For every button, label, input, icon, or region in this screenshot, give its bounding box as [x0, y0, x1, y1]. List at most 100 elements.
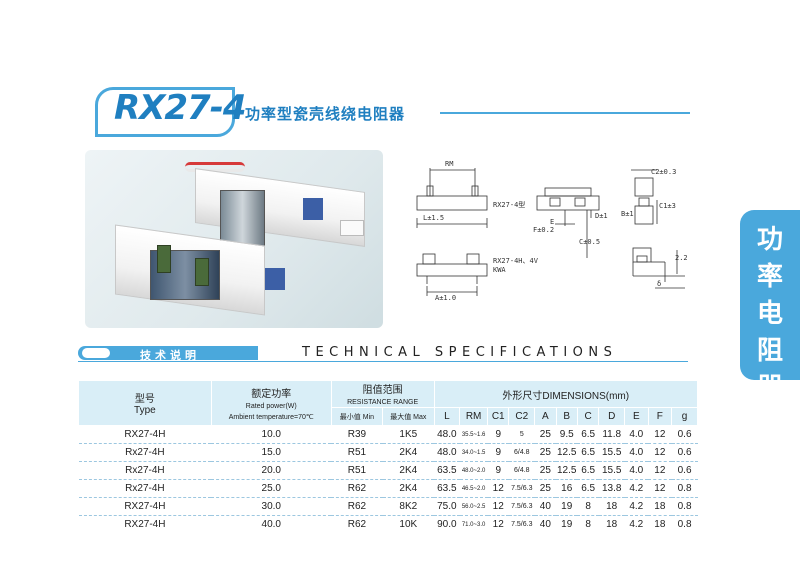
cell-L: 63.5: [434, 461, 460, 480]
spec-header-bar: [78, 346, 258, 360]
cell-F: 12: [648, 479, 672, 498]
cell-min: R51: [331, 461, 383, 480]
side-char-4: 阻: [756, 336, 783, 366]
cell-max: 2K4: [382, 461, 434, 480]
cell-g: 0.8: [671, 515, 698, 534]
delta-label: δ: [657, 280, 662, 288]
cell-type: RX27-4H: [78, 425, 212, 444]
cell-power: 20.0: [211, 461, 332, 480]
side-category-text: 功 率 电 阻 器: [740, 222, 800, 407]
header-C2: C2: [508, 407, 536, 426]
cell-E: 4.2: [624, 515, 649, 534]
cell-power: 30.0: [211, 497, 332, 516]
cell-type: Rx27-4H: [78, 443, 212, 462]
cell-RM: 46.5~2.0: [459, 479, 488, 498]
cell-C: 6.5: [577, 479, 599, 498]
cell-C: 6.5: [577, 443, 599, 462]
cell-D: 15.5: [598, 461, 625, 480]
cell-C1: 12: [487, 515, 509, 534]
header-A: A: [534, 407, 557, 426]
header-power: 额定功率 Rated power(W) Ambient temperature=…: [210, 380, 332, 426]
cell-D: 13.8: [598, 479, 625, 498]
cell-C1: 9: [487, 443, 509, 462]
cell-C1: 9: [487, 461, 509, 480]
cell-min: R62: [331, 479, 383, 498]
cell-min: R51: [331, 443, 383, 462]
spec-header-rule: [78, 361, 688, 362]
mounting-bracket-top: [220, 190, 265, 250]
cell-A: 25: [534, 425, 557, 444]
cell-F: 12: [648, 461, 672, 480]
header-F: F: [647, 407, 673, 426]
cell-power: 25.0: [211, 479, 332, 498]
cell-min: R39: [331, 425, 383, 444]
cell-g: 0.6: [671, 461, 698, 480]
rm-label: RM: [445, 160, 454, 168]
product-subtitle: 功率型瓷壳线绕电阻器: [245, 105, 406, 123]
cell-power: 40.0: [211, 515, 332, 534]
d-tolerance-label: D±1: [595, 212, 608, 220]
cell-g: 0.8: [671, 497, 698, 516]
side-char-3: 电: [756, 299, 783, 329]
header-L: L: [433, 407, 461, 426]
cell-E: 4.2: [624, 479, 649, 498]
cell-E: 4.0: [624, 443, 649, 462]
cell-B: 19: [556, 497, 578, 516]
header-B: B: [555, 407, 578, 426]
cell-L: 63.5: [434, 479, 460, 498]
type2-label: RX27-4H、4V: [493, 257, 538, 265]
cell-L: 90.0: [434, 515, 460, 534]
cell-max: 8K2: [382, 497, 434, 516]
label-chip-bottom: [265, 268, 285, 290]
cell-A: 25: [534, 479, 557, 498]
dimension-drawing: RM RX27-4型 L±1.5 RX27-4H、4V KWA A±1.0 E …: [405, 158, 695, 318]
cell-B: 19: [556, 515, 578, 534]
cell-E: 4.2: [624, 497, 649, 516]
cell-D: 18: [598, 515, 625, 534]
e-label: E: [550, 218, 555, 226]
cell-min: R62: [331, 497, 383, 516]
label-chip-top: [303, 198, 323, 220]
type2-sub-label: KWA: [493, 266, 506, 274]
cell-g: 0.6: [671, 425, 698, 444]
cell-E: 4.0: [624, 425, 649, 444]
spec-header-cn: 技术说明: [140, 349, 200, 362]
b-tolerance-label: B±1: [621, 210, 634, 218]
cell-C: 8: [577, 497, 599, 516]
cell-RM: 71.0~3.0: [459, 515, 488, 534]
dim-2-2-label: 2.2: [675, 254, 688, 262]
cell-power: 10.0: [211, 425, 332, 444]
header-g: g: [671, 407, 698, 426]
model-title: RX27-4: [114, 88, 246, 128]
header-min: 最小值 Min: [330, 407, 384, 426]
cell-C: 8: [577, 515, 599, 534]
cell-C2: 5: [508, 425, 535, 444]
header-C: C: [576, 407, 600, 426]
c2-tolerance-label: C2±0.3: [651, 168, 677, 176]
cell-RM: 48.0~2.0: [459, 461, 488, 480]
cell-C2: 6/4.8: [508, 461, 535, 480]
cell-A: 25: [534, 443, 557, 462]
cell-C: 6.5: [577, 461, 599, 480]
cell-RM: 34.0~1.5: [459, 443, 488, 462]
cell-B: 12.5: [556, 443, 578, 462]
spec-header-en: TECHNICAL SPECIFICATIONS: [302, 345, 618, 360]
cell-C1: 12: [487, 497, 509, 516]
spec-header-pill: [82, 348, 110, 358]
cell-max: 10K: [382, 515, 434, 534]
title-frame: [95, 87, 235, 137]
title-rule: [440, 112, 690, 114]
cell-L: 75.0: [434, 497, 460, 516]
cell-L: 48.0: [434, 425, 460, 444]
header-C1: C1: [487, 407, 510, 426]
cell-D: 15.5: [598, 443, 625, 462]
cell-type: RX27-4H: [78, 497, 212, 516]
type1-label: RX27-4型: [493, 201, 526, 209]
cell-D: 18: [598, 497, 625, 516]
